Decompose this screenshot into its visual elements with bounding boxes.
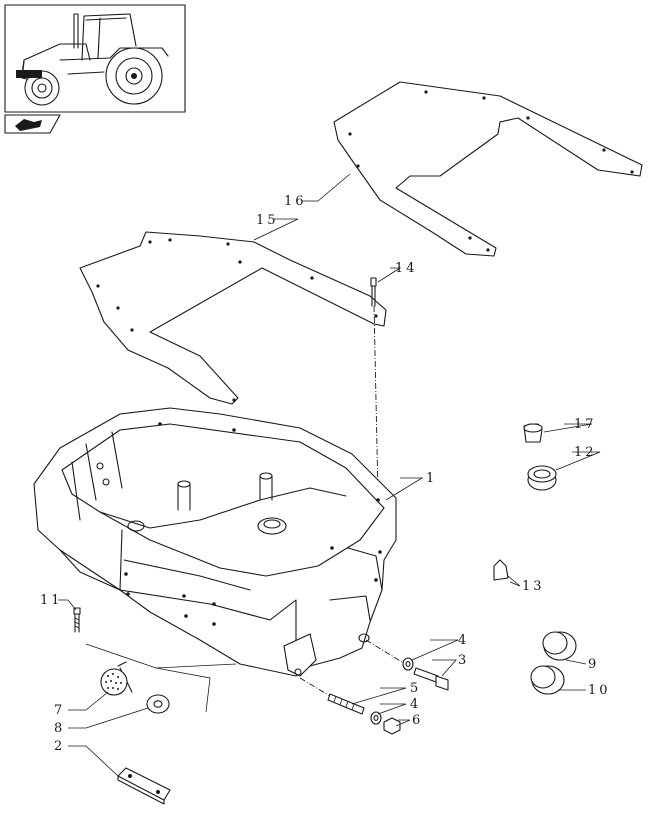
bolt-3 [413, 667, 449, 691]
callout-13: 13 [522, 579, 545, 594]
callout-11: 11 [40, 593, 63, 608]
bolt-11 [73, 607, 81, 633]
callout-3: 3 [458, 653, 469, 668]
callout-9: 9 [588, 657, 599, 672]
callout-8: 8 [54, 721, 65, 736]
washer-4a [402, 657, 414, 671]
cover-9 [542, 631, 577, 661]
bracket-2 [117, 767, 171, 805]
pointer-lines [58, 173, 601, 777]
book-arrow-icon[interactable] [4, 114, 61, 134]
cap-12 [527, 465, 557, 491]
callout-2: 2 [54, 739, 65, 754]
plate-16 [333, 81, 643, 257]
washer-8 [146, 694, 170, 714]
callout-14: 14 [395, 261, 418, 276]
callout-4a: 4 [458, 633, 469, 648]
cap-13 [493, 559, 509, 581]
plug-17 [523, 423, 543, 443]
callout-16: 16 [284, 194, 307, 209]
callout-17: 17 [574, 417, 597, 432]
cover-10 [530, 665, 565, 695]
stud-5 [327, 693, 365, 715]
tractor-thumbnail-icon[interactable] [4, 4, 186, 113]
callout-1: 1 [426, 471, 437, 486]
callout-12: 12 [574, 445, 597, 460]
callouts: 16 15 14 1 17 12 13 11 4 3 5 4 6 9 10 7 … [40, 194, 611, 754]
callout-10: 10 [588, 683, 611, 698]
callout-6: 6 [412, 713, 423, 728]
bolt-14 [370, 277, 379, 495]
nut-6 [383, 717, 401, 735]
washer-4b [370, 711, 382, 725]
callout-4b: 4 [410, 697, 421, 712]
filter-7 [100, 661, 133, 696]
callout-15: 15 [256, 213, 279, 228]
plate-15 [79, 231, 387, 405]
housing-1 [33, 407, 397, 677]
callout-7: 7 [54, 703, 65, 718]
callout-5: 5 [410, 681, 421, 696]
